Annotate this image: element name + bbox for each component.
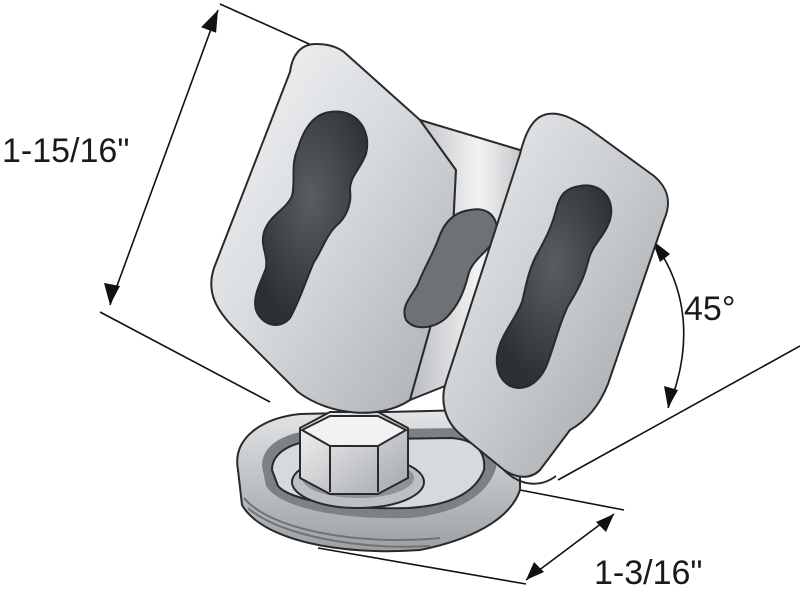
height-dimension-line bbox=[109, 9, 219, 306]
bracket bbox=[210, 43, 670, 553]
slot-hole bbox=[254, 110, 369, 326]
right-flange bbox=[442, 112, 670, 485]
arrow-head-icon bbox=[596, 514, 614, 532]
arrow-head-icon bbox=[104, 283, 120, 305]
arrow-head-icon bbox=[652, 240, 670, 262]
arrow-head-icon bbox=[526, 562, 544, 580]
arrow-head-icon bbox=[664, 386, 678, 408]
angle-arc bbox=[651, 239, 685, 409]
angle-dimension-label: 45° bbox=[684, 290, 735, 328]
extension-line-base-left bbox=[317, 547, 527, 585]
left-flange bbox=[210, 43, 457, 414]
hex-nut bbox=[299, 411, 409, 495]
height-dimension-label: 1-15/16" bbox=[2, 132, 129, 170]
extension-line-bottom bbox=[99, 311, 271, 403]
extension-line-top bbox=[219, 3, 319, 49]
extension-line-base-right bbox=[519, 489, 625, 511]
dimension-lines bbox=[99, 3, 800, 585]
base-dimension-label: 1-3/16" bbox=[594, 554, 702, 592]
arrow-head-icon bbox=[201, 10, 218, 33]
slot-hole bbox=[495, 184, 613, 389]
extension-line-angle bbox=[557, 345, 800, 481]
